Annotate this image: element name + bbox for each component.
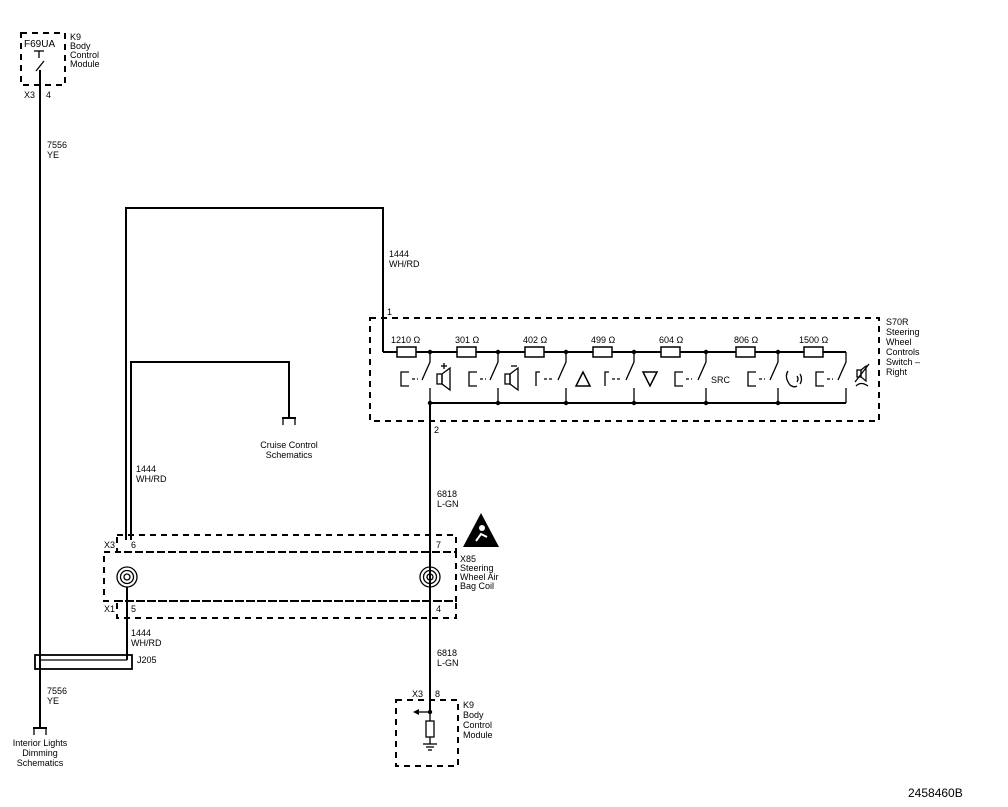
wire-6818-color-bottom: L-GN [437,658,459,668]
steering-wheel-switch: S70R Steering Wheel Controls Switch – Ri… [369,317,920,435]
wire-7556-color-bottom: YE [47,696,59,706]
resistor-5 [660,346,681,358]
switch-name-1: Steering [886,327,920,337]
coil-connector-top [116,534,457,553]
wire-1444-color-top: WH/RD [389,259,420,269]
resistor-label-4: 499 Ω [591,335,616,345]
switch-box [369,317,880,422]
src-label: SRC [711,375,731,385]
wire-7556-color-top: YE [47,150,59,160]
resistor-label-5: 604 Ω [659,335,684,345]
bcm-top-name-1: Body [70,41,91,51]
coil-pin-5: 5 [131,604,136,614]
resistor-6 [735,346,756,358]
coil-conn-top: X3 [104,540,115,550]
cruise-label-2: Schematics [266,450,313,460]
resistor-label-2: 301 Ω [455,335,480,345]
phone-voice-icon [785,370,803,388]
switch-pin-2: 2 [434,425,439,435]
coil-name-3: Bag Coil [460,581,494,591]
resistor-7 [803,346,824,358]
bcm-top-connector: X3 [24,90,35,100]
resistor-1 [396,346,417,358]
wire-1444-color-bottom: WH/RD [131,638,162,648]
interior-lights-connector [33,727,47,735]
wire-1444-color-mid: WH/RD [136,474,167,484]
wire-1444-top [125,207,384,540]
resistor-label-6: 806 Ω [734,335,759,345]
coil-name-2: Wheel Air [460,572,499,582]
switch-name-4: Switch – [886,357,920,367]
bcm-bottom-name-1: Body [463,710,484,720]
airbag-warning-icon [463,513,499,547]
bcm-top-name-3: Module [70,59,100,69]
wire-6818-color-top: L-GN [437,499,459,509]
switch-contacts [400,349,847,406]
bcm-top-box [20,32,66,86]
volume-up-icon [436,363,451,392]
resistor-3 [524,346,545,358]
wire-7556-circuit-bottom: 7556 [47,686,67,696]
wire-6818-circuit-top: 6818 [437,489,457,499]
switch-pin-1: 1 [387,307,392,317]
coil-pin-7: 7 [436,540,441,550]
resistor-label-3: 402 Ω [523,335,548,345]
bcm-bottom-name-3: Module [463,730,493,740]
coil-right-icon [419,566,441,588]
bcm-bottom-pin: 8 [435,689,440,699]
wire-7556-circuit-top: 7556 [47,140,67,150]
bcm-top-module: F69UA K9 Body Control Module X3 4 [20,32,100,100]
bcm-top-name-2: Control [70,50,99,60]
coil-pin-4: 4 [436,604,441,614]
coil-ref: X85 [460,554,476,564]
coil-body [103,551,457,602]
interior-lights-label-3: Schematics [17,758,64,768]
seek-up-icon [574,370,592,387]
switch-ref: S70R [886,317,909,327]
cruise-label-1: Cruise Control [260,440,318,450]
wire-1444-circuit-bottom: 1444 [131,628,151,638]
fuse-icon [34,50,45,92]
volume-down-icon [504,365,519,392]
interior-lights-label-2: Dimming [22,748,58,758]
splice-j205 [34,654,133,670]
coil-left-icon [116,566,138,588]
wire-1444-circuit-mid: 1444 [136,464,156,474]
fuse-label: F69UA [24,39,55,50]
diagram-id: 2458460B [908,786,963,800]
resistor-label-7: 1500 Ω [799,335,829,345]
resistor-2 [456,346,477,358]
splice-ref: J205 [137,655,157,665]
cruise-connector [282,417,296,425]
resistor-4 [592,346,613,358]
wire-6818-circuit-bottom: 6818 [437,648,457,658]
bcm-resistor-icon [425,720,435,738]
switch-name-5: Right [886,367,908,377]
wire-cruise-branch [130,361,290,540]
bcm-bottom-module: X3 8 K9 Body Control Module [395,689,493,767]
switch-name-3: Controls [886,347,920,357]
ground-icon [423,743,437,751]
bcm-top-pin: 4 [46,90,51,100]
bcm-bottom-name-2: Control [463,720,492,730]
coil-conn-bottom: X1 [104,604,115,614]
coil-connector-bottom [116,600,457,619]
interior-lights-label-1: Interior Lights [13,738,68,748]
coil-name-1: Steering [460,563,494,573]
bcm-bottom-ref: K9 [463,700,474,710]
mute-phone-icon [854,363,870,387]
bcm-bottom-box [395,699,459,767]
airbag-coil: X3 X1 6 7 5 4 X85 Steering Wheel Air Bag… [103,513,499,619]
bcm-top-ref: K9 [70,32,81,42]
switch-name-2: Wheel [886,337,912,347]
coil-pin-6: 6 [131,540,136,550]
resistor-label-1: 1210 Ω [391,335,421,345]
bcm-bottom-connector: X3 [412,689,423,699]
seek-down-icon [641,371,659,388]
wire-1444-circuit-top: 1444 [389,249,409,259]
